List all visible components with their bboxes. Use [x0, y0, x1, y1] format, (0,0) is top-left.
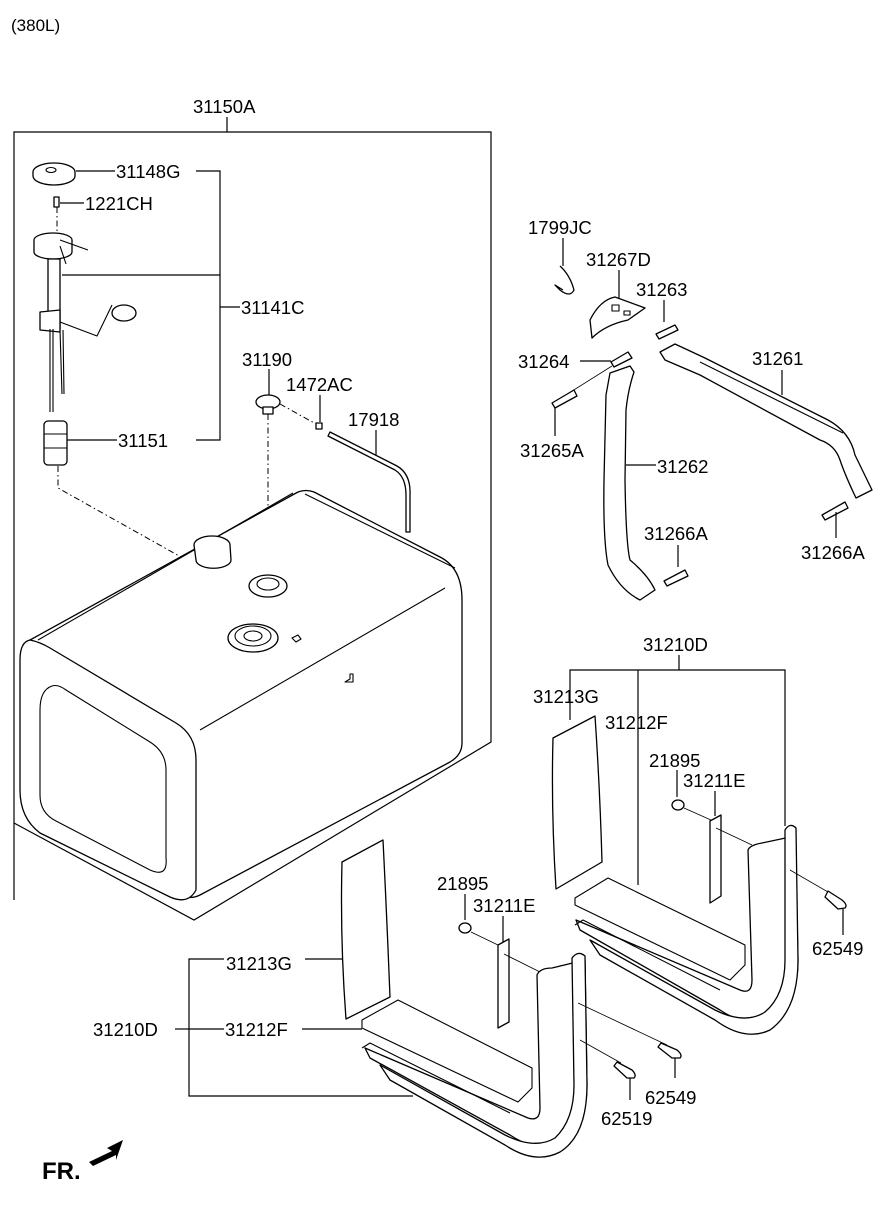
label-31264[interactable]: 31264	[518, 351, 569, 372]
label-31210D-left[interactable]: 31210D	[93, 1019, 158, 1040]
label-31141C[interactable]: 31141C	[241, 297, 304, 318]
label-31151[interactable]: 31151	[118, 430, 168, 451]
step-cover-left-part[interactable]	[340, 839, 391, 1020]
front-label: FR.	[42, 1158, 81, 1185]
step-frame-right-part[interactable]	[574, 824, 799, 1035]
band-cover-part[interactable]	[589, 296, 646, 339]
label-31267D[interactable]: 31267D	[586, 249, 651, 270]
step-cover-right-part[interactable]	[551, 715, 603, 890]
filler-neck-part[interactable]	[255, 394, 281, 415]
label-31213G-right[interactable]: 31213G	[533, 686, 599, 707]
label-1472AC[interactable]: 1472AC	[286, 374, 353, 395]
band-pin-mid-part[interactable]	[663, 569, 689, 587]
label-62549-left[interactable]: 62549	[645, 1087, 696, 1108]
label-31263[interactable]: 31263	[636, 279, 687, 300]
label-31211E-right[interactable]: 31211E	[683, 770, 745, 791]
bolt-right-part[interactable]	[824, 890, 847, 910]
label-17918[interactable]: 17918	[348, 409, 399, 430]
vent-hose-part[interactable]	[327, 431, 411, 533]
band-lower-part[interactable]	[603, 365, 656, 601]
clip-part[interactable]	[554, 265, 575, 295]
band-pin-left-part[interactable]	[610, 351, 633, 368]
sender-cover-part[interactable]	[32, 162, 76, 186]
bolt-left-upper-part[interactable]	[657, 1042, 682, 1059]
label-62519-left[interactable]: 62519	[601, 1108, 652, 1129]
band-bolt-part[interactable]	[551, 389, 578, 409]
label-31266A-mid[interactable]: 31266A	[644, 523, 708, 544]
front-arrow-icon	[89, 1140, 123, 1166]
label-31212F-right[interactable]: 31212F	[605, 712, 668, 733]
assembly-bracket-frame	[13, 131, 492, 921]
label-31261[interactable]: 31261	[752, 348, 803, 369]
nut-right-part[interactable]	[671, 799, 685, 811]
bolt-left-lower-part[interactable]	[613, 1061, 636, 1079]
label-31210D-right[interactable]: 31210D	[643, 634, 708, 655]
label-31266A-right[interactable]: 31266A	[801, 542, 865, 563]
label-21895-right[interactable]: 21895	[649, 750, 700, 771]
nut-left-part[interactable]	[458, 922, 472, 934]
label-31262[interactable]: 31262	[657, 456, 708, 477]
label-1221CH[interactable]: 1221CH	[85, 193, 153, 214]
fuel-sender-unit-part[interactable]	[33, 232, 137, 412]
label-31213G-left[interactable]: 31213G	[226, 953, 292, 974]
front-direction-indicator: FR.	[42, 1140, 123, 1185]
bracket-left-part[interactable]	[497, 938, 510, 1029]
step-frame-left-part[interactable]	[361, 952, 588, 1158]
label-62549-right[interactable]: 62549	[812, 938, 863, 959]
label-31150A[interactable]: 31150A	[193, 96, 256, 117]
label-21895-left[interactable]: 21895	[437, 873, 488, 894]
label-1799JC[interactable]: 1799JC	[528, 217, 592, 238]
fuel-tank-assembly-group: 31150A	[13, 96, 492, 921]
fuel-filter-part[interactable]	[43, 420, 68, 466]
label-31212F-left[interactable]: 31212F	[225, 1019, 288, 1040]
fuel-tank-part[interactable]	[19, 489, 463, 901]
hose-clamp-part[interactable]	[315, 422, 323, 430]
bracket-right-part[interactable]	[709, 814, 722, 904]
label-31265A[interactable]: 31265A	[520, 440, 584, 461]
label-31148G[interactable]: 31148G	[116, 161, 180, 182]
band-pin-upper-part[interactable]	[655, 324, 679, 340]
variant-caption: (380L)	[11, 16, 60, 35]
label-31190[interactable]: 31190	[242, 349, 292, 370]
band-pin-right-part[interactable]	[821, 501, 849, 521]
band-upper-part[interactable]	[659, 343, 873, 499]
label-31211E-left[interactable]: 31211E	[473, 895, 535, 916]
sender-screw-part[interactable]	[53, 196, 60, 235]
